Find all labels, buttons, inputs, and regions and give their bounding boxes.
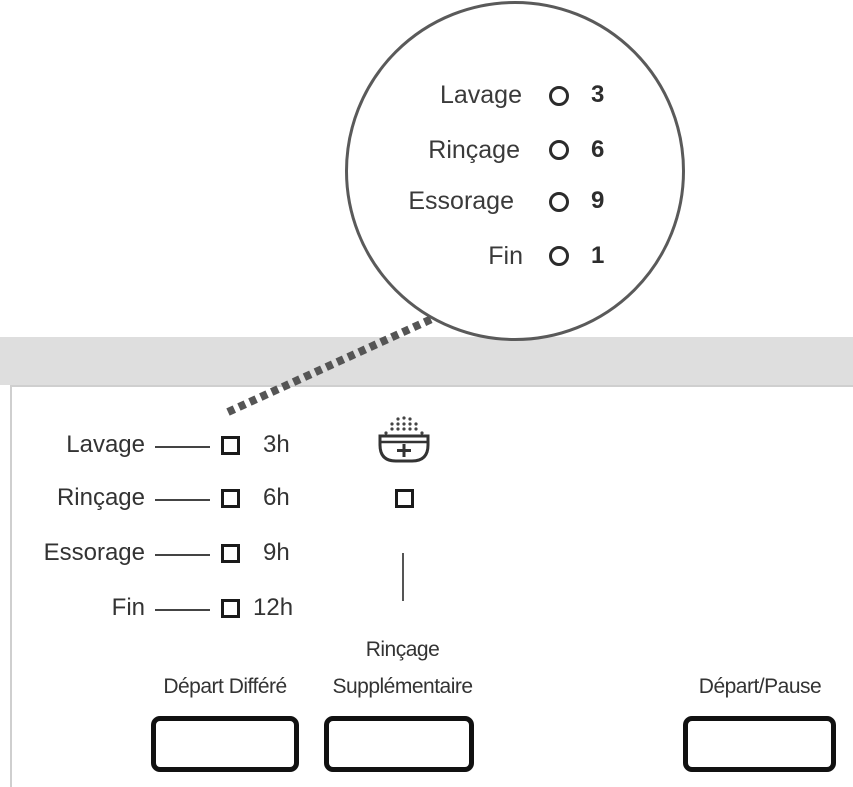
delayed-start-label: Départ Différé — [163, 675, 287, 698]
extra-rinse-label-line1: Rinçage — [365, 638, 440, 661]
separator-line — [402, 553, 404, 601]
panel-top-band — [0, 337, 853, 385]
delay-indicator-6h — [221, 489, 240, 508]
panel-time-3h: 3h — [263, 431, 290, 458]
zoom-indicator-rincage — [549, 140, 569, 160]
zoom-value-rincage: 6 — [591, 136, 605, 163]
panel-label-fin: Fin — [111, 594, 145, 621]
zoom-indicator-fin — [549, 246, 569, 266]
panel-time-6h: 6h — [263, 484, 290, 511]
zoom-value-fin: 1 — [591, 242, 605, 269]
extra-rinse-button[interactable] — [324, 716, 474, 772]
panel-time-12h: 12h — [253, 594, 294, 621]
delay-indicator-3h — [221, 436, 240, 455]
start-pause-button[interactable] — [683, 716, 836, 772]
extra-rinse-indicator — [395, 489, 414, 508]
delayed-start-button[interactable] — [151, 716, 299, 772]
zoom-label-lavage: Lavage — [439, 81, 522, 109]
zoom-label-essorage: Essorage — [408, 187, 514, 215]
extra-rinse-label-line2: Supplémentaire — [332, 675, 473, 698]
delay-indicator-12h — [221, 599, 240, 618]
panel-dash-rincage — [155, 499, 210, 501]
zoom-indicator-lavage — [549, 86, 569, 106]
zoom-label-fin: Fin — [488, 242, 523, 270]
basin-plus-icon — [378, 416, 430, 463]
panel-dash-lavage — [155, 446, 210, 448]
delay-indicator-9h — [221, 544, 240, 563]
panel-dash-essorage — [155, 554, 210, 556]
zoom-label-rincage: Rinçage — [428, 136, 520, 164]
panel-time-9h: 9h — [263, 539, 290, 566]
zoom-value-essorage: 9 — [591, 187, 605, 214]
panel-label-rincage: Rinçage — [56, 484, 145, 511]
panel-dash-fin — [155, 609, 210, 611]
panel-label-essorage: Essorage — [43, 539, 145, 566]
panel-label-lavage: Lavage — [66, 431, 145, 458]
zoom-value-lavage: 3 — [591, 81, 605, 108]
zoom-circle — [345, 1, 685, 341]
start-pause-label: Départ/Pause — [698, 675, 822, 698]
zoom-indicator-essorage — [549, 192, 569, 212]
